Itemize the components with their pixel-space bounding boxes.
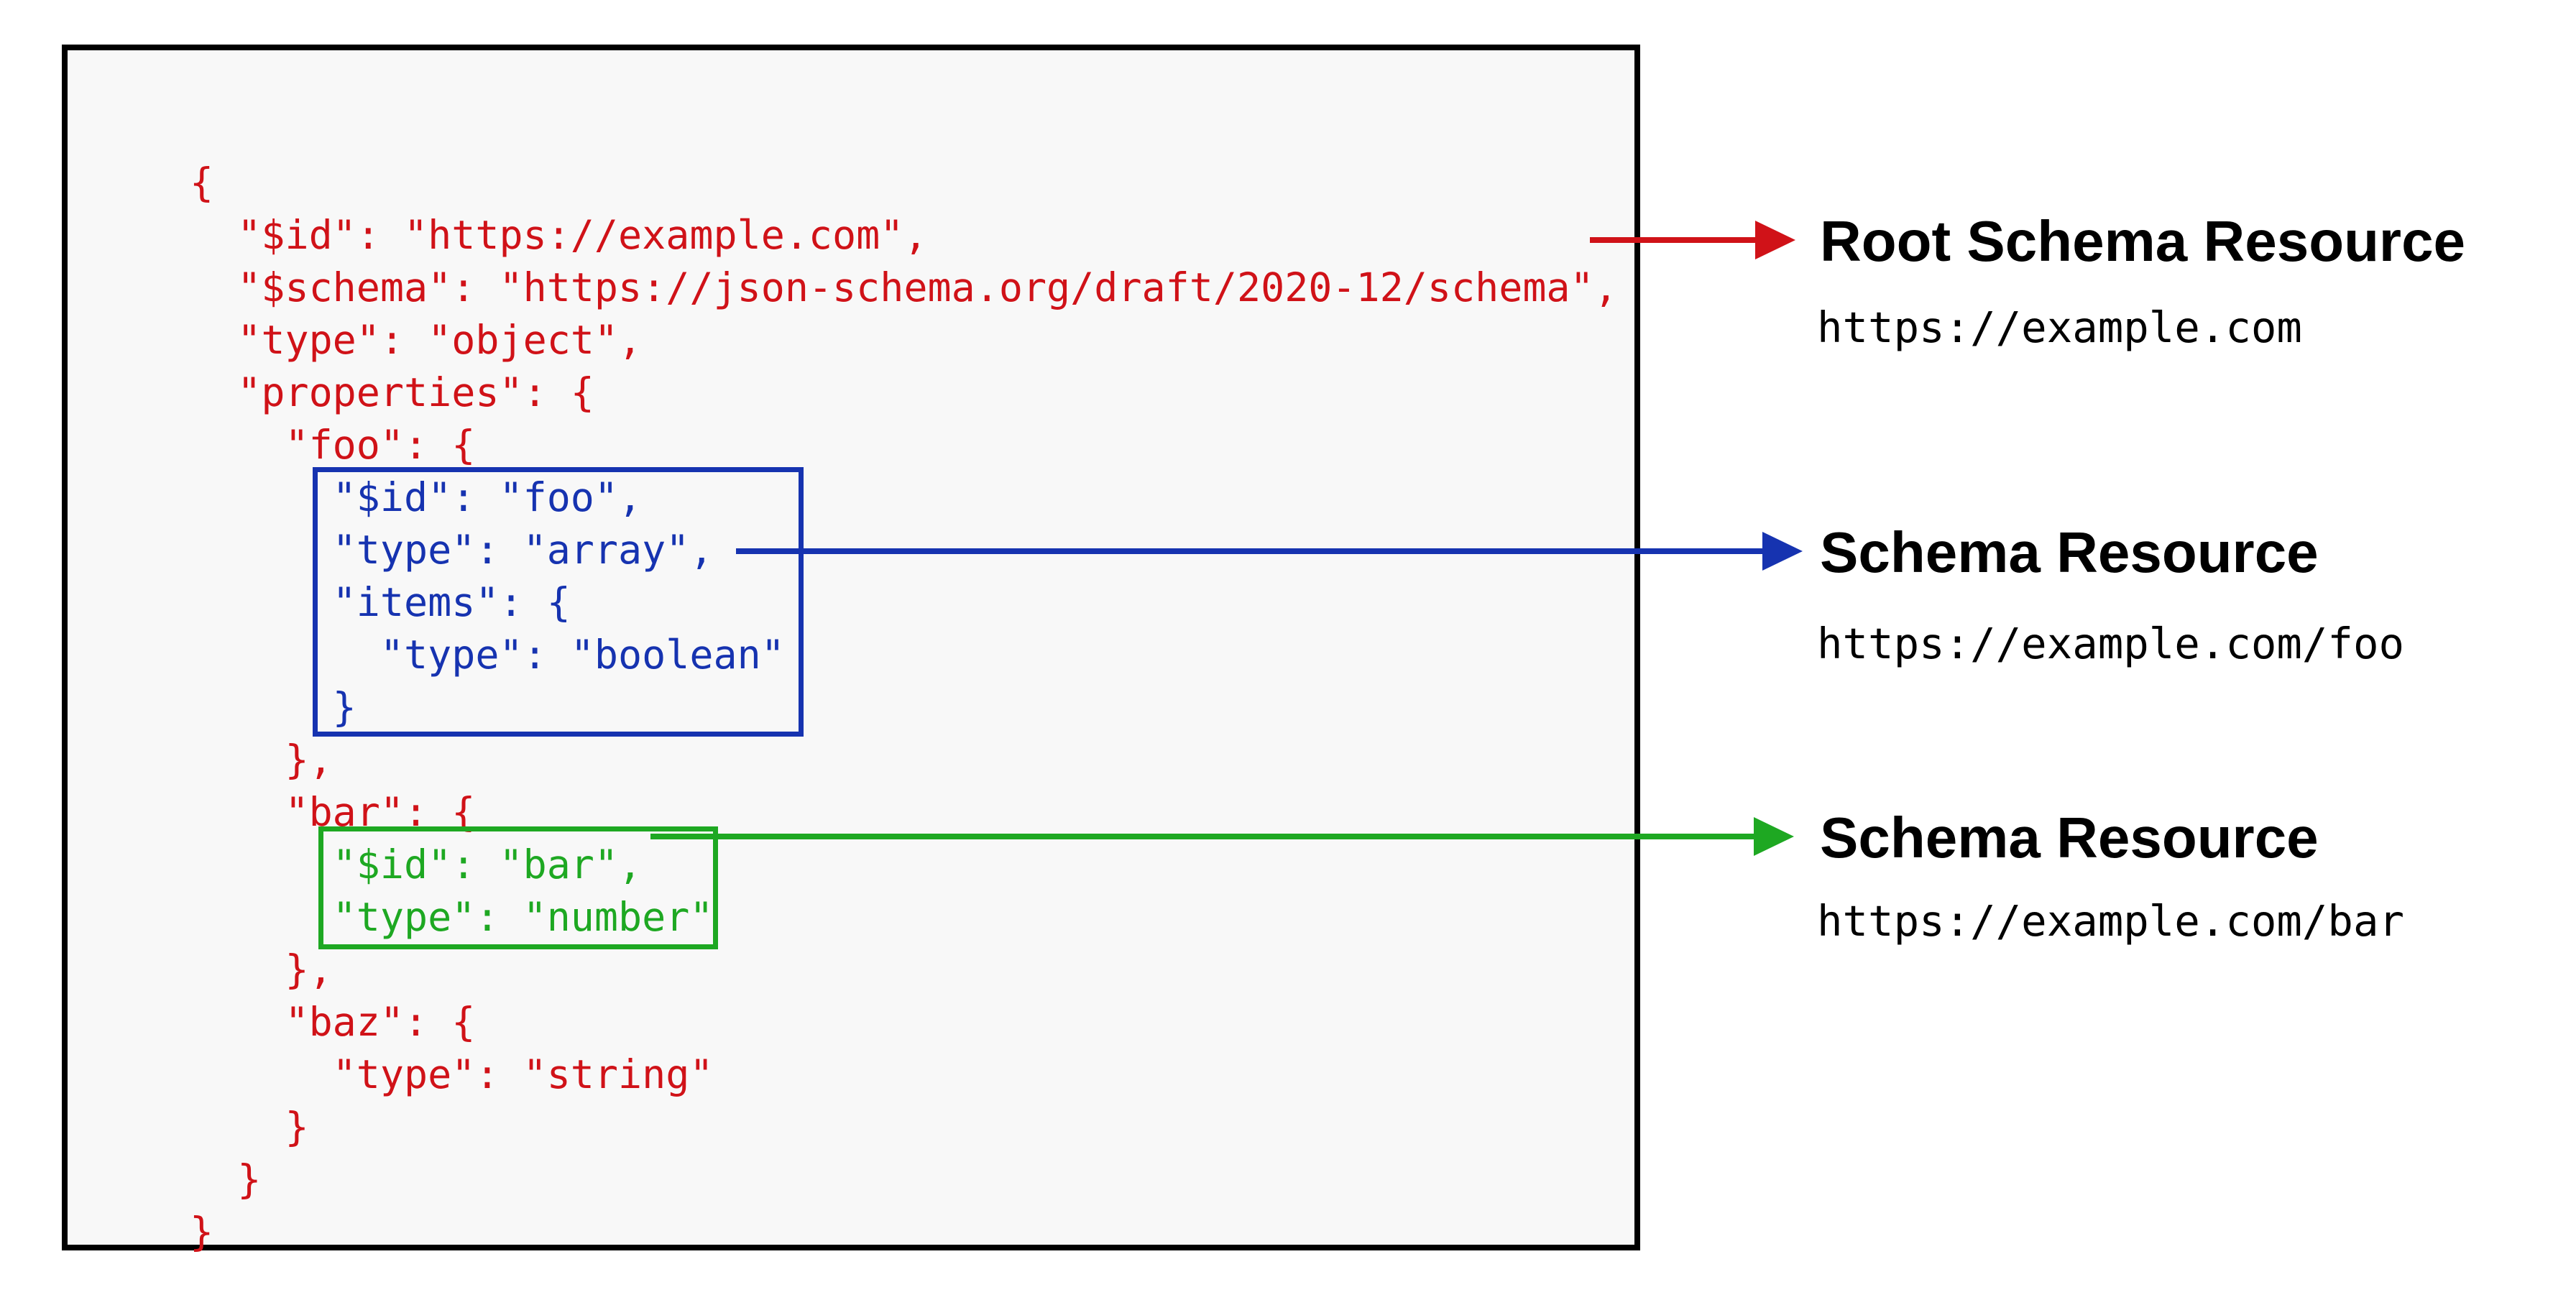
code-line: }, xyxy=(190,737,333,783)
code-line: "type": "boolean" xyxy=(190,632,785,678)
code-line: "type": "object", xyxy=(190,317,643,363)
foo-schema-resource-box xyxy=(313,467,804,737)
code-line: }, xyxy=(190,946,333,992)
code-line: } xyxy=(190,684,356,730)
bar-schema-arrow-shaft xyxy=(650,834,1754,839)
code-line: "$id": "foo", xyxy=(190,474,643,520)
root-schema-arrowhead-icon xyxy=(1755,221,1795,259)
code-line: "$schema": "https://json-schema.org/draf… xyxy=(190,264,1618,310)
code-line: "$id": "https://example.com", xyxy=(190,212,928,258)
bar-schema-arrowhead-icon xyxy=(1754,817,1794,856)
bar-schema-resource-box xyxy=(318,826,718,949)
code-line: } xyxy=(190,1104,309,1150)
schema-code-panel: { "$id": "https://example.com", "$schema… xyxy=(62,45,1640,1255)
code-line: } xyxy=(190,1156,262,1202)
annotation-title: Schema Resource xyxy=(1820,520,2319,584)
code-line: { xyxy=(190,160,214,206)
foo-schema-arrowhead-icon xyxy=(1762,532,1803,571)
code-line: "type": "number" xyxy=(190,894,714,940)
code-line: "type": "array", xyxy=(190,527,714,573)
code-line: "properties": { xyxy=(190,369,594,415)
annotation-root-schema: Root Schema Resource https://example.com xyxy=(1817,209,2466,350)
code-line: "$id": "bar", xyxy=(190,842,643,888)
annotation-foo-schema: Schema Resource https://example.com/foo xyxy=(1817,520,2404,666)
code-line: "type": "string" xyxy=(190,1051,714,1097)
code-line: } xyxy=(190,1209,214,1255)
annotation-url: https://example.com xyxy=(1817,303,2302,352)
annotation-title: Schema Resource xyxy=(1820,806,2319,870)
code-line: "foo": { xyxy=(190,422,476,468)
schema-code-listing: { "$id": "https://example.com", "$schema… xyxy=(190,157,1618,1258)
annotation-url: https://example.com/foo xyxy=(1817,619,2404,668)
annotation-url: https://example.com/bar xyxy=(1817,896,2404,946)
root-schema-arrow-shaft xyxy=(1590,237,1755,243)
code-line: "items": { xyxy=(190,579,571,625)
annotation-bar-schema: Schema Resource https://example.com/bar xyxy=(1817,806,2404,944)
foo-schema-arrow-shaft xyxy=(736,548,1762,554)
code-line: "baz": { xyxy=(190,999,476,1045)
annotation-title: Root Schema Resource xyxy=(1820,209,2466,273)
